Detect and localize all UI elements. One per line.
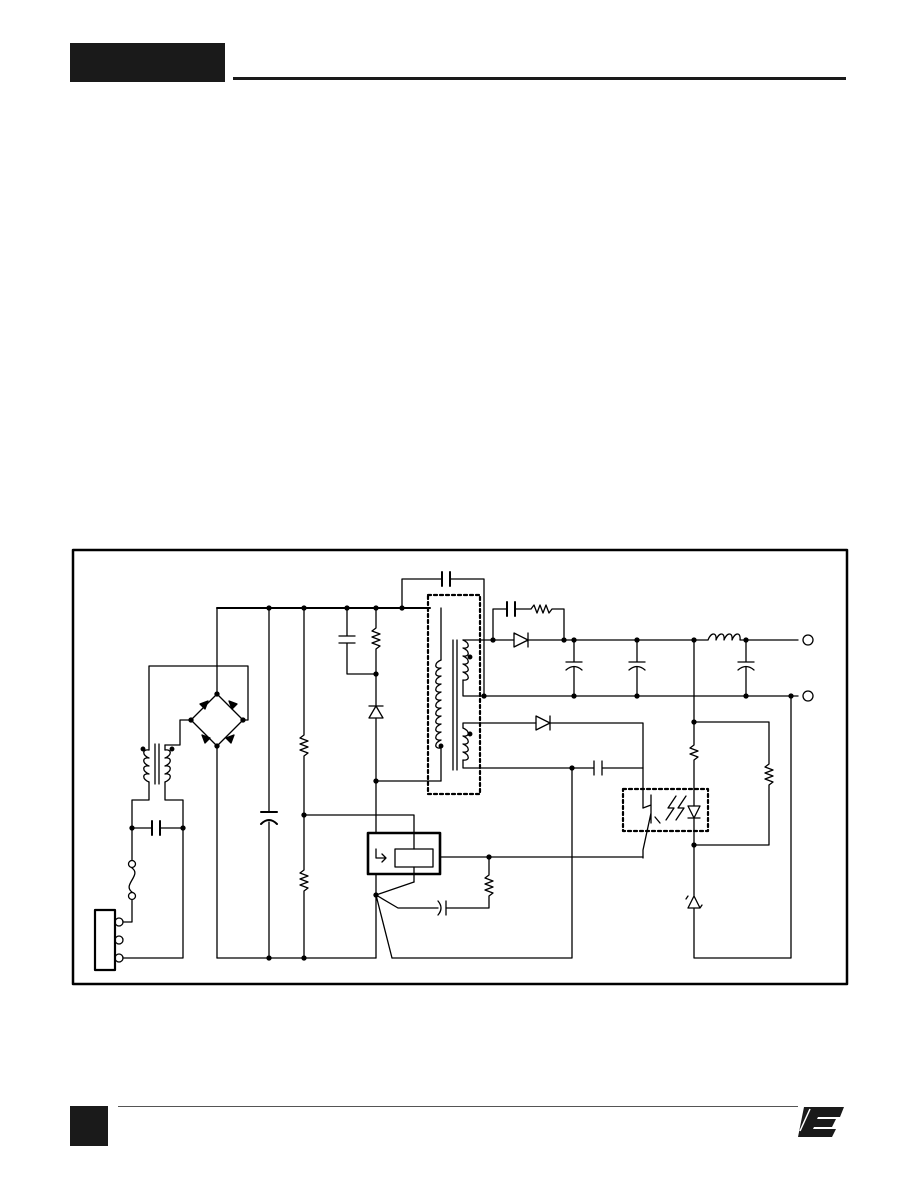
input-fuse (122, 827, 137, 923)
footer-rule (118, 1106, 798, 1107)
voltage-divider (299, 605, 415, 961)
figure-frame (71, 548, 849, 986)
x-capacitor (129, 820, 186, 836)
bulk-capacitor (260, 605, 278, 961)
bridge-rectifier (164, 607, 246, 959)
header-rule (233, 77, 846, 80)
footer-page-tab (70, 1106, 108, 1146)
common-mode-choke (131, 665, 249, 829)
controller-ic (366, 831, 644, 898)
header-section-tab (70, 43, 225, 82)
bias-rectifier (391, 715, 644, 959)
ac-input-connector (93, 908, 124, 972)
compensation-network (375, 856, 494, 959)
output-rectifier-section (481, 601, 799, 699)
power-integrations-logo-icon (798, 1107, 844, 1137)
feedback-network (685, 639, 792, 959)
optocoupler (621, 787, 710, 859)
snubber-capacitor (399, 571, 485, 697)
rcd-clamp (338, 605, 442, 834)
neutral-wire (122, 827, 184, 959)
flyback-transformer (426, 593, 573, 796)
dc-output-terminals (802, 634, 814, 702)
